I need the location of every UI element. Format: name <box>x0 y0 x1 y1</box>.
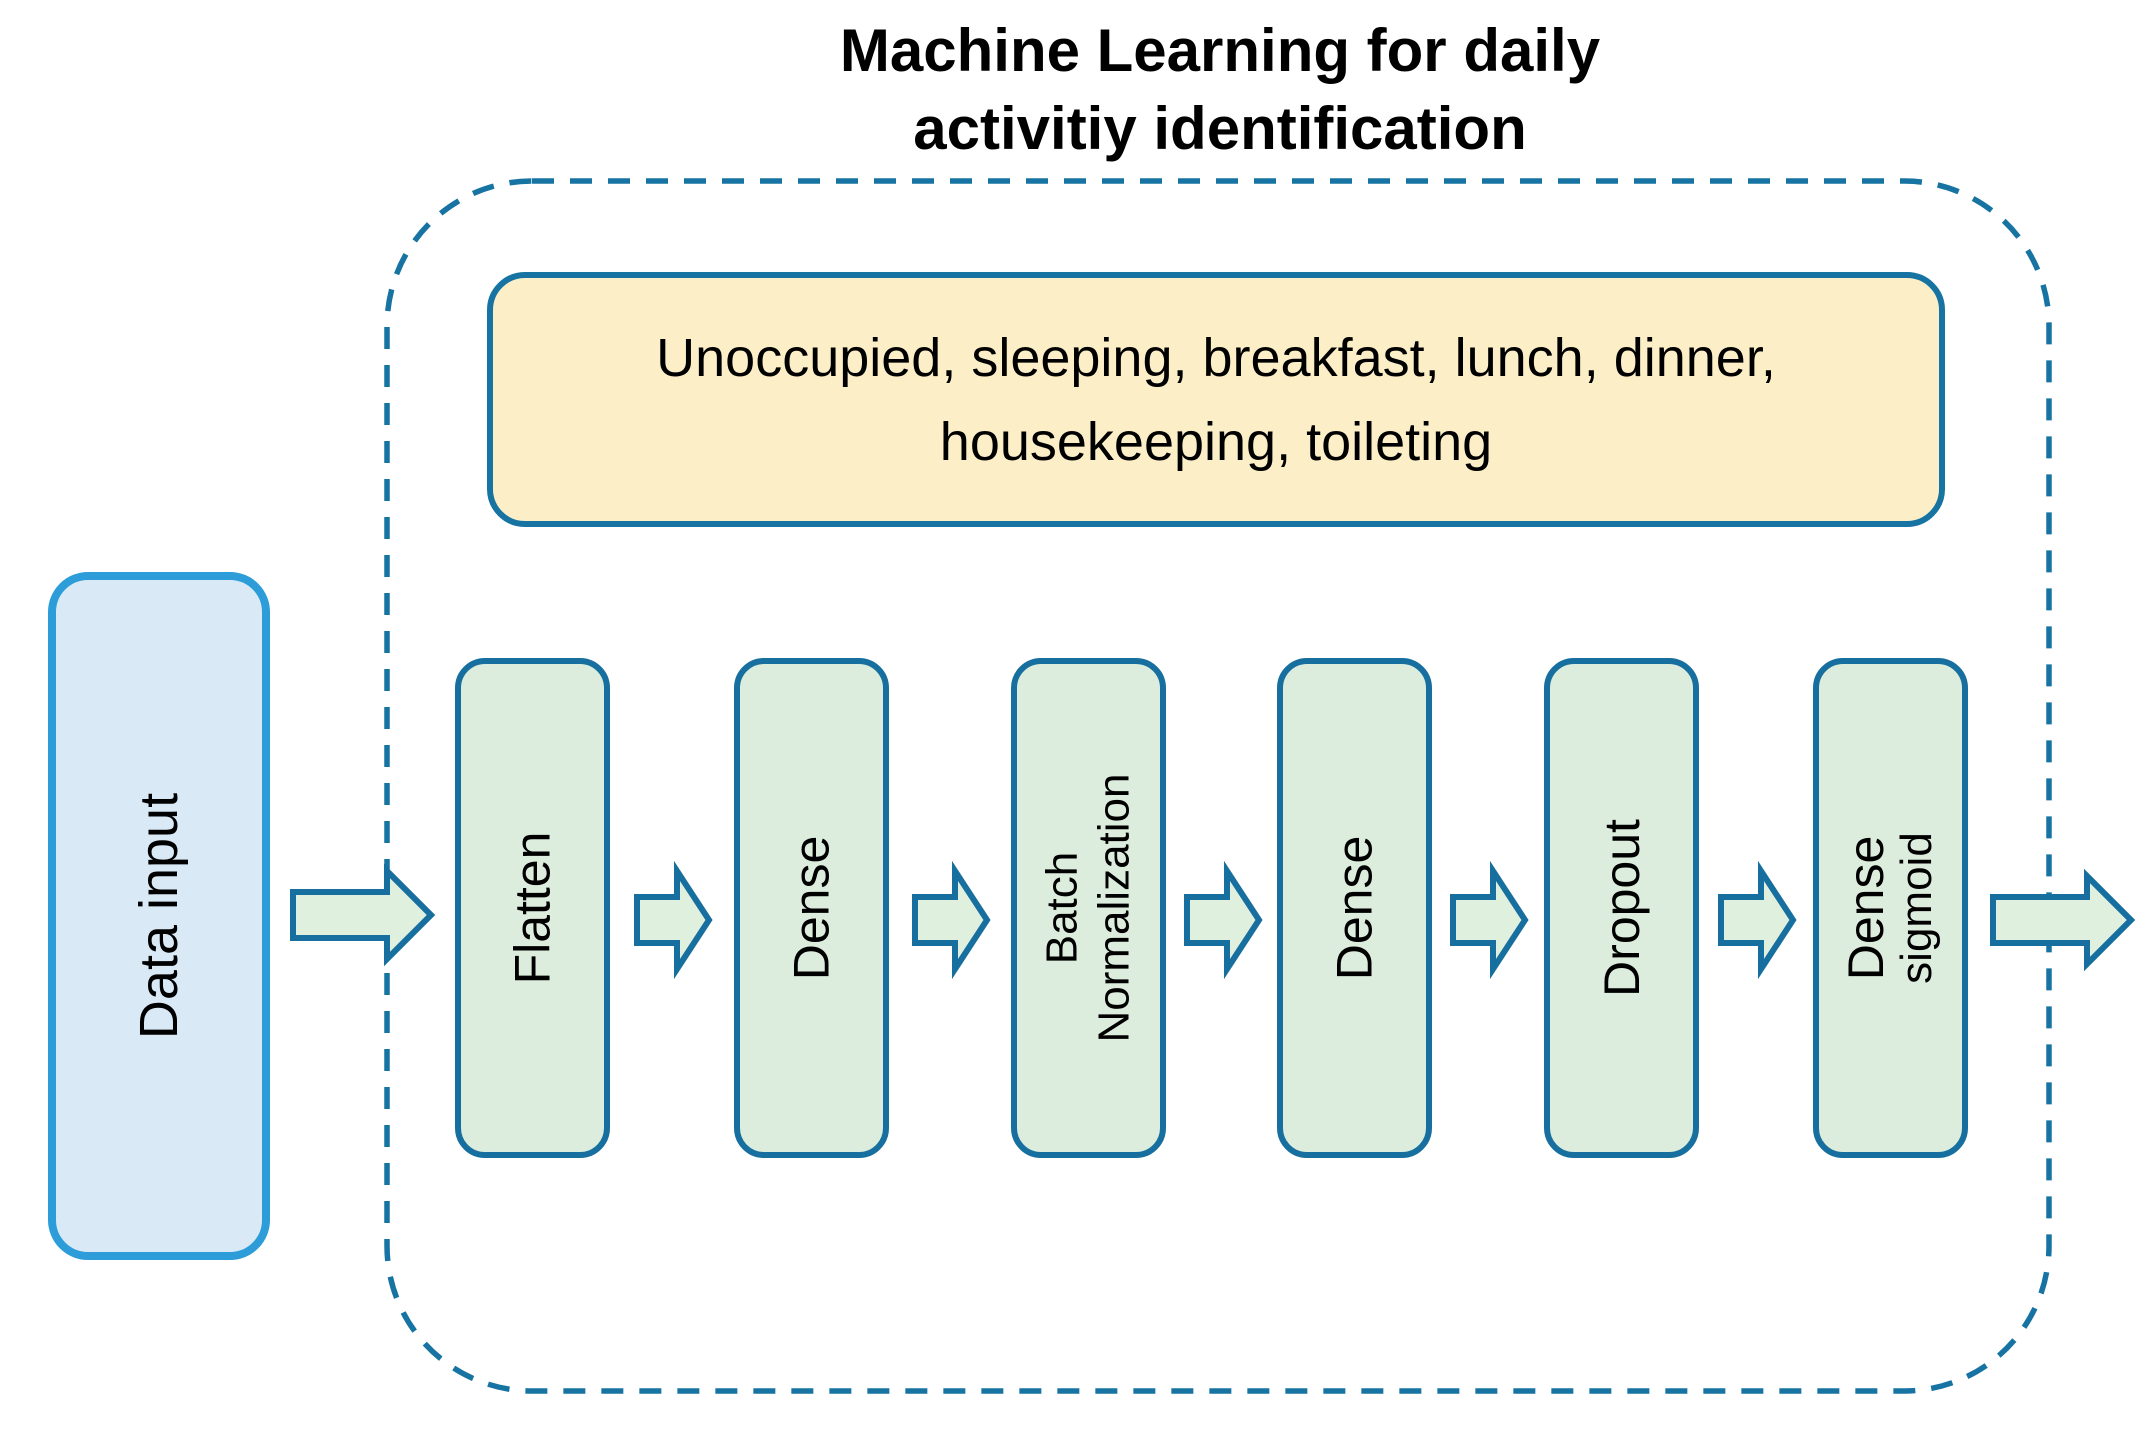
layer-label: Dense <box>1326 835 1383 981</box>
flow-arrow-icon <box>1990 868 2136 972</box>
layer-label: Dense sigmoid <box>1837 832 1942 984</box>
data-input-box: Data input <box>48 572 270 1260</box>
activities-line1: Unoccupied, sleeping, breakfast, lunch, … <box>656 327 1776 388</box>
layer-box-flatten: Flatten <box>455 658 610 1158</box>
flow-arrow-icon <box>912 860 991 980</box>
activities-line2: housekeeping, toileting <box>939 411 1493 472</box>
data-input-label: Data input <box>129 792 190 1040</box>
layer-label: Dropout <box>1593 819 1650 997</box>
layer-label: Dense <box>783 835 840 981</box>
layer-label-line1: Batch <box>1037 851 1087 965</box>
layer-box-dropout: Dropout <box>1544 658 1699 1158</box>
layer-label-line1: Dense <box>1837 835 1894 981</box>
flow-arrow-icon <box>634 860 713 980</box>
flow-arrow-icon <box>1450 860 1529 980</box>
layer-box-dense-2: Dense <box>1277 658 1432 1158</box>
layer-label-line2: sigmoid <box>1891 832 1941 984</box>
activities-box: Unoccupied, sleeping, breakfast, lunch, … <box>487 272 1945 527</box>
diagram-title-line1: Machine Learning for daily <box>839 17 1601 84</box>
layer-box-batch-normalization: Batch Normalization <box>1011 658 1166 1158</box>
flow-arrow-icon <box>1718 860 1797 980</box>
layer-label-line2: Normalization <box>1089 773 1139 1043</box>
diagram-title: Machine Learning for daily activitiy ide… <box>500 12 1940 168</box>
layer-box-dense-1: Dense <box>734 658 889 1158</box>
layer-label: Batch Normalization <box>1037 774 1141 1043</box>
diagram-title-line2: activitiy identification <box>913 95 1527 162</box>
flow-arrow-icon <box>290 863 436 967</box>
flow-arrow-icon <box>1184 860 1263 980</box>
layer-label: Flatten <box>504 831 561 985</box>
layer-box-dense-sigmoid: Dense sigmoid <box>1813 658 1968 1158</box>
